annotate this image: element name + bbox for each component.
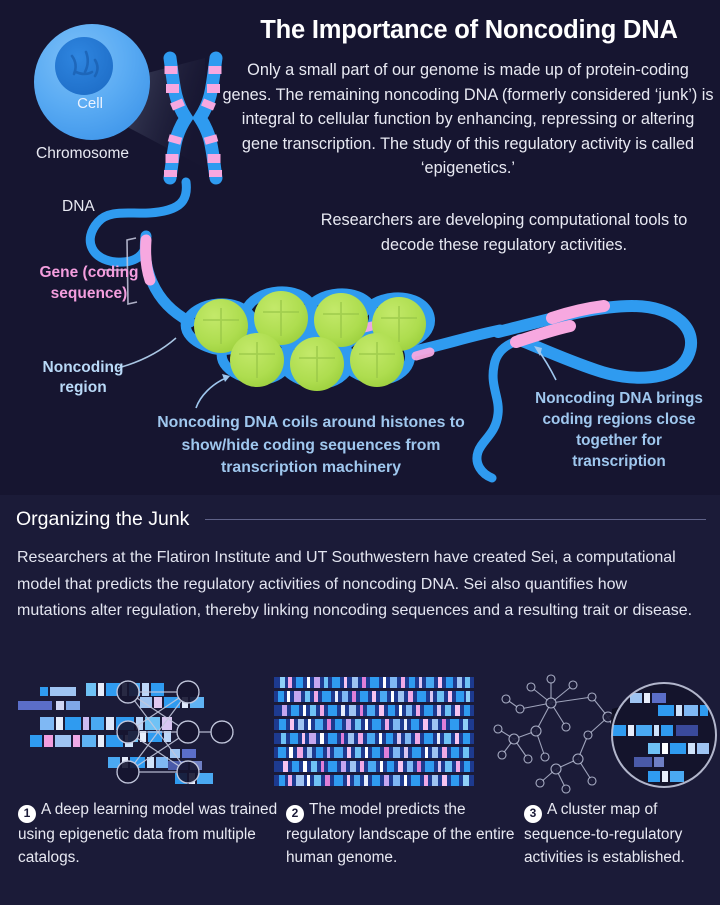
step3-cluster-nodes bbox=[493, 674, 633, 794]
label-noncoding-region: Noncoding region bbox=[42, 359, 124, 396]
step-text: A cluster map of sequence-to-regulatory … bbox=[524, 801, 685, 867]
step-text: The model predicts the regulatory landsc… bbox=[286, 801, 515, 867]
label-cell: Cell bbox=[77, 95, 103, 112]
step3-cluster-graph bbox=[497, 679, 629, 790]
step1-nn-overlay bbox=[116, 680, 234, 784]
step-number-badge: 1 bbox=[18, 804, 36, 823]
section-header: Organizing the Junk bbox=[16, 508, 706, 531]
step-text: A deep learning model was trained using … bbox=[18, 801, 278, 867]
dna-diagram-illustration bbox=[34, 24, 698, 483]
steps-illustrations bbox=[18, 674, 717, 794]
noncoding-pointer bbox=[117, 337, 177, 369]
dna-loop-left bbox=[85, 177, 191, 267]
chromatin-loop-right bbox=[472, 299, 698, 483]
cell-illustration bbox=[34, 24, 150, 140]
step-number-badge: 2 bbox=[286, 804, 304, 823]
step3-magnifier-lens bbox=[611, 682, 717, 788]
page-title: The Importance of Noncoding DNA bbox=[260, 16, 678, 44]
section-title: Organizing the Junk bbox=[16, 508, 190, 530]
step2-regulatory-heatmap bbox=[274, 677, 474, 786]
organizing-the-junk-section: Organizing the Junk Researchers at the F… bbox=[0, 495, 720, 905]
caption-histone-coiling: Noncoding DNA coils around histones to s… bbox=[157, 414, 465, 476]
histone-arrow-head bbox=[222, 374, 230, 382]
histone-caption-pointer bbox=[195, 377, 227, 409]
label-chromosome: Chromosome bbox=[36, 145, 130, 162]
section-divider bbox=[205, 519, 706, 520]
label-dna: DNA bbox=[62, 198, 95, 215]
subintro-paragraph: Researchers are developing computational… bbox=[320, 211, 688, 254]
label-gene-coding-sequence: Gene (coding sequence) bbox=[39, 264, 139, 302]
gene-coding-segment bbox=[140, 234, 156, 286]
caption-loop-transcription: Noncoding DNA brings coding regions clos… bbox=[535, 390, 703, 470]
intro-paragraph: Only a small part of our genome is made … bbox=[222, 61, 714, 177]
top-diagram-section: The Importance of Noncoding DNA Only a s… bbox=[34, 16, 714, 483]
gene-bracket bbox=[104, 237, 138, 305]
histone-cluster bbox=[180, 286, 435, 391]
step-number-badge: 3 bbox=[524, 804, 542, 823]
chromosome-illustration bbox=[163, 51, 223, 185]
dna-strand-right bbox=[404, 324, 506, 358]
section-body-text: Researchers at the Flatiron Institute an… bbox=[17, 549, 693, 619]
loop-arrow-head bbox=[534, 346, 542, 356]
